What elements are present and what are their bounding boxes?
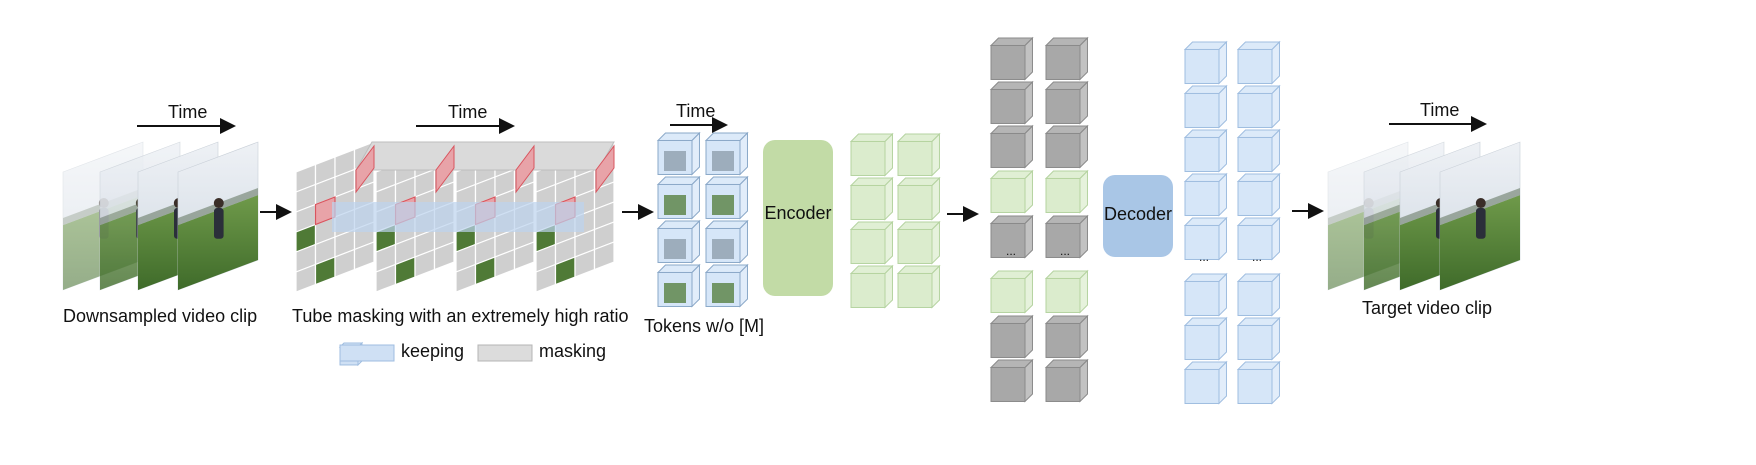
target-clip-caption: Target video clip [1362,298,1493,318]
legend-masking-box [477,344,533,362]
masking-tube-top [355,141,615,171]
encoded-token-4 [896,176,941,221]
encoded-token-6 [896,220,941,265]
visible-token-5 [656,219,701,264]
mask-token-9-2 [1044,358,1089,403]
reconstructed-token-4 [1236,84,1281,129]
time-label-input: Time [168,102,208,122]
mask-token-2-2 [1044,80,1089,125]
decoder-label: Decoder [1103,204,1173,224]
visible-token-1 [656,131,701,176]
reconstructed-token-9 [1183,216,1228,261]
mask-token-3-2 [1044,124,1089,169]
legend-keeping-label: keeping [401,341,465,361]
visible-token-3 [656,175,701,220]
ellipsis-mixed-col1: ... [1006,244,1017,258]
mask-token-8-2 [1044,314,1089,359]
keeping-tube [332,202,584,232]
reconstructed-token-7 [1183,172,1228,217]
reconstructed-token-1 [1183,40,1228,85]
decoder-block [1103,175,1173,257]
encoder-label: Encoder [764,203,832,223]
visible-token-7 [656,263,701,308]
reconstructed-token-15 [1183,360,1228,405]
encoded-token-seq-7-1 [989,269,1034,314]
reconstructed-token-11 [1183,272,1228,317]
encoded-token-1 [849,132,894,177]
reconstructed-token-5 [1183,128,1228,173]
reconstructed-token-16 [1236,360,1281,405]
reconstructed-token-14 [1236,316,1281,361]
visible-token-8 [704,263,749,308]
encoded-token-8 [896,264,941,309]
visible-token-2 [704,131,749,176]
input-frame-4 [177,141,259,291]
time-label-target: Time [1420,100,1460,120]
legend-keeping-box [339,344,395,362]
downsampled-clip-caption: Downsampled video clip [63,306,258,326]
reconstructed-token-13 [1183,316,1228,361]
reconstructed-token-2 [1236,40,1281,85]
encoded-token-7 [849,264,894,309]
time-label-tokens: Time [676,101,716,121]
encoded-token-seq-4-2 [1044,169,1089,214]
tube-top-patch-1 [355,144,375,194]
mask-token-5-2 [1044,214,1089,259]
tokens-caption: Tokens w/o [M] [644,316,765,336]
visible-token-6 [704,219,749,264]
ellipsis-mixed-col2: ... [1060,244,1071,258]
reconstructed-token-12 [1236,272,1281,317]
encoded-token-2 [896,132,941,177]
visible-token-4 [704,175,749,220]
mask-token-1-2 [1044,36,1089,81]
encoded-token-5 [849,220,894,265]
tube-masking-caption: Tube masking with an extremely high rati… [292,306,629,326]
target-frame-4 [1439,141,1521,291]
tube-top-patch-2 [435,144,455,194]
mask-token-9-1 [989,358,1034,403]
mask-token-2-1 [989,80,1034,125]
encoded-token-3 [849,176,894,221]
mask-token-1-1 [989,36,1034,81]
tube-top-patch-3 [515,144,535,194]
ellipsis-blue-col1: ... [1199,250,1210,264]
mask-token-3-1 [989,124,1034,169]
encoded-token-seq-7-2 [1044,269,1089,314]
ellipsis-blue-col2: ... [1252,250,1263,264]
reconstructed-token-10 [1236,216,1281,261]
encoded-token-seq-4-1 [989,169,1034,214]
reconstructed-token-8 [1236,172,1281,217]
mask-token-5-1 [989,214,1034,259]
time-label-masking: Time [448,102,488,122]
encoder-block [763,140,833,296]
legend-masking-label: masking [539,341,607,361]
reconstructed-token-6 [1236,128,1281,173]
reconstructed-token-3 [1183,84,1228,129]
tube-top-patch-4 [595,144,615,194]
mask-token-8-1 [989,314,1034,359]
